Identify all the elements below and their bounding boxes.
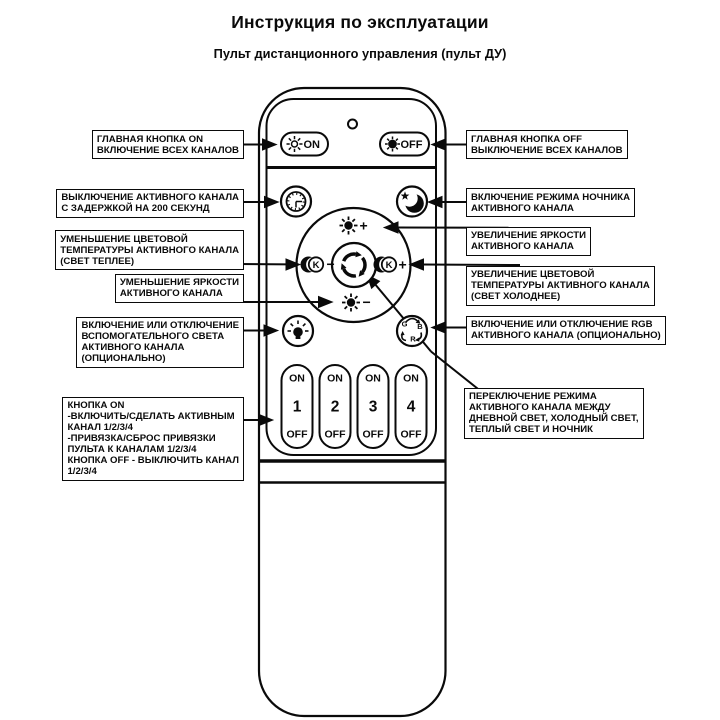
master-on-button[interactable]: ON bbox=[280, 131, 329, 157]
master-on-label: ON bbox=[304, 139, 321, 151]
channel-button-1[interactable]: ON 1 OFF bbox=[280, 364, 314, 449]
channel-off-label: OFF bbox=[287, 429, 309, 441]
rgb-letter-r: R bbox=[410, 335, 416, 344]
aux-light-icon bbox=[287, 320, 309, 339]
callout-mode-cycle: ПЕРЕКЛЮЧЕНИЕ РЕЖИМА АКТИВНОГО КАНАЛА МЕЖ… bbox=[464, 387, 644, 439]
callout-temp-cool: УВЕЛИЧЕНИЕ ЦВЕТОВОЙ ТЕМПЕРАТУРЫ АКТИВНОГ… bbox=[466, 265, 655, 306]
rgb-letter-g: G bbox=[402, 320, 408, 329]
temp-warm-icon: K bbox=[300, 256, 325, 273]
connector-arrow bbox=[264, 195, 280, 209]
callout-master-on: ГЛАВНАЯ КНОПКА ON ВКЛЮЧЕНИЕ ВСЕХ КАНАЛОВ bbox=[91, 130, 244, 159]
connector-arrow bbox=[426, 195, 443, 209]
led-indicator bbox=[347, 118, 358, 130]
brightness-up-icon bbox=[339, 216, 358, 235]
temp-cool-button[interactable]: K + bbox=[373, 256, 407, 273]
connector-arrow bbox=[382, 221, 399, 234]
rgb-icon: G B R bbox=[400, 317, 423, 344]
channel-off-label: OFF bbox=[363, 429, 385, 441]
channel-on-label: ON bbox=[289, 373, 305, 385]
page-title: Инструкция по эксплуатации bbox=[231, 12, 489, 32]
delay-off-button[interactable] bbox=[279, 185, 313, 218]
mode-cycle-button[interactable] bbox=[330, 241, 378, 289]
channel-button-3[interactable]: ON 3 OFF bbox=[356, 364, 390, 449]
brightness-up-button[interactable]: + bbox=[339, 216, 368, 235]
master-off-label: OFF bbox=[401, 139, 423, 151]
channel-on-label: ON bbox=[365, 373, 381, 385]
connector-arrow bbox=[258, 413, 275, 427]
callout-rgb: ВКЛЮЧЕНИЕ ИЛИ ОТКЛЮЧЕНИЕ RGB АКТИВНОГО К… bbox=[466, 315, 666, 345]
aux-light-button[interactable] bbox=[281, 314, 315, 348]
timer-icon bbox=[285, 191, 307, 212]
callout-brightness-down: УМЕНЬШЕНИЕ ЯРКОСТИ АКТИВНОГО КАНАЛА bbox=[114, 273, 244, 303]
callout-master-off: ГЛАВНАЯ КНОПКА OFF ВЫКЛЮЧЕНИЕ ВСЕХ КАНАЛ… bbox=[466, 130, 628, 159]
page-subtitle: Пульт дистанционного управления (пульт Д… bbox=[213, 46, 507, 61]
cycle-mode-icon bbox=[340, 251, 367, 278]
callout-temp-warm: УМЕНЬШЕНИЕ ЦВЕТОВОЙ ТЕМПЕРАТУРЫ АКТИВНОГ… bbox=[55, 230, 244, 270]
channel-number: 3 bbox=[369, 399, 378, 416]
channel-off-label: OFF bbox=[401, 429, 423, 441]
channel-button-4[interactable]: ON 4 OFF bbox=[394, 364, 428, 449]
connector-arrow bbox=[318, 295, 334, 309]
brightness-down-icon bbox=[342, 293, 360, 312]
callout-delay-off: ВЫКЛЮЧЕНИЕ АКТИВНОГО КАНАЛА С ЗАДЕРЖКОЙ … bbox=[56, 188, 244, 218]
brightness-down-button[interactable]: − bbox=[342, 293, 371, 312]
connector-arrow bbox=[263, 324, 280, 337]
callout-night-mode: ВКЛЮЧЕНИЕ РЕЖИМА НОЧНИКА АКТИВНОГО КАНАЛ… bbox=[466, 188, 635, 217]
temp-warm-button[interactable]: K − bbox=[300, 256, 335, 273]
rgb-button[interactable]: G B R bbox=[395, 314, 429, 348]
temp-cool-sign: + bbox=[399, 257, 407, 273]
temp-letter: K bbox=[313, 260, 320, 271]
brightness-down-sign: − bbox=[363, 294, 371, 310]
channel-number: 4 bbox=[407, 399, 416, 416]
night-mode-icon bbox=[400, 190, 424, 213]
night-mode-button[interactable] bbox=[395, 185, 429, 218]
connector-arrow bbox=[285, 258, 302, 271]
channel-off-label: OFF bbox=[325, 429, 347, 441]
connector-arrow bbox=[408, 258, 424, 271]
callout-aux-light: ВКЛЮЧЕНИЕ ИЛИ ОТКЛЮЧЕНИЕ ВСПОМОГАТЕЛЬНОГ… bbox=[76, 316, 244, 368]
connector-arrow bbox=[430, 138, 446, 151]
callout-brightness-up: УВЕЛИЧЕНИЕ ЯРКОСТИ АКТИВНОГО КАНАЛА bbox=[466, 226, 592, 256]
temp-cool-icon: K bbox=[373, 256, 398, 273]
callout-channel-buttons: КНОПКА ON -ВКЛЮЧИТЬ/СДЕЛАТЬ АКТИВНЫМ КАН… bbox=[62, 396, 244, 481]
channel-on-label: ON bbox=[403, 373, 419, 385]
sun-filled-icon bbox=[385, 136, 400, 152]
rgb-letter-b: B bbox=[417, 322, 423, 331]
temp-letter: K bbox=[386, 260, 393, 271]
connector-arrow bbox=[430, 321, 446, 334]
channel-button-2[interactable]: ON 2 OFF bbox=[318, 364, 352, 449]
channel-number: 1 bbox=[293, 399, 302, 416]
channel-number: 2 bbox=[331, 399, 340, 416]
channel-on-label: ON bbox=[327, 373, 343, 385]
brightness-up-sign: + bbox=[360, 218, 368, 234]
sun-outline-icon bbox=[286, 136, 303, 152]
master-off-button[interactable]: OFF bbox=[379, 131, 430, 157]
temp-warm-sign: − bbox=[327, 256, 335, 272]
connector-arrow bbox=[262, 138, 278, 151]
